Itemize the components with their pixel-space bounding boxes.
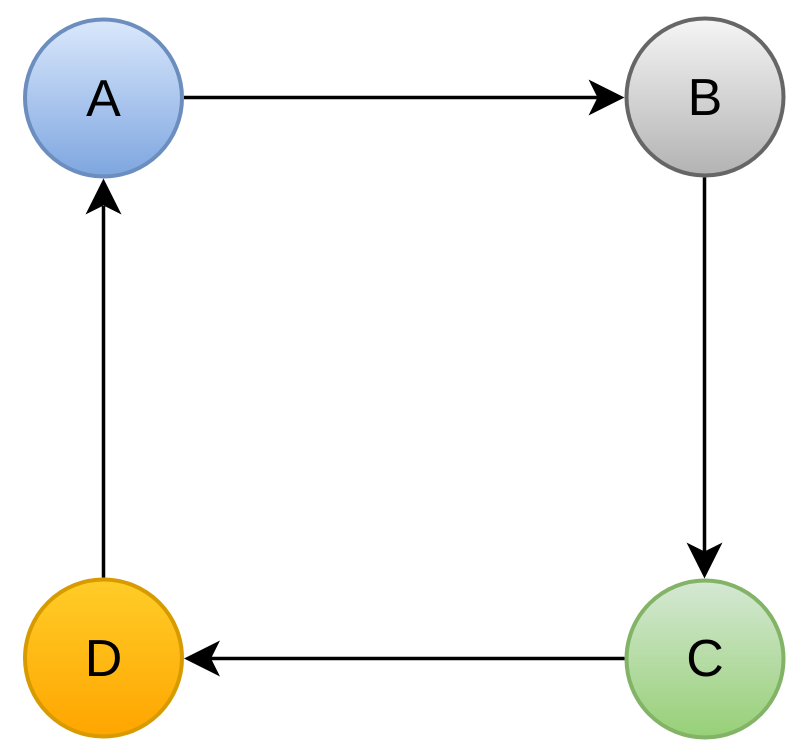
node-a[interactable]: A xyxy=(23,17,184,179)
node-b[interactable]: B xyxy=(624,16,786,178)
edge-a-to-b[interactable] xyxy=(184,79,625,116)
node-a-label: A xyxy=(86,70,121,128)
node-b-label: B xyxy=(688,69,723,127)
node-a-circle xyxy=(23,17,184,179)
node-b-circle xyxy=(624,16,786,178)
node-c-label: C xyxy=(686,630,724,688)
node-d[interactable]: D xyxy=(23,577,184,739)
arrowhead-up-icon xyxy=(85,178,122,215)
node-d-circle xyxy=(23,577,184,739)
arrowhead-down-icon xyxy=(686,542,723,579)
node-c[interactable]: C xyxy=(624,578,786,740)
edge-c-to-d[interactable] xyxy=(184,640,625,677)
edge-d-to-a[interactable] xyxy=(85,178,122,578)
arrowhead-right-icon xyxy=(588,79,625,116)
arrowhead-left-icon xyxy=(184,640,220,677)
node-d-label: D xyxy=(85,630,123,688)
edge-b-to-c[interactable] xyxy=(686,177,723,579)
node-c-circle xyxy=(624,578,786,740)
